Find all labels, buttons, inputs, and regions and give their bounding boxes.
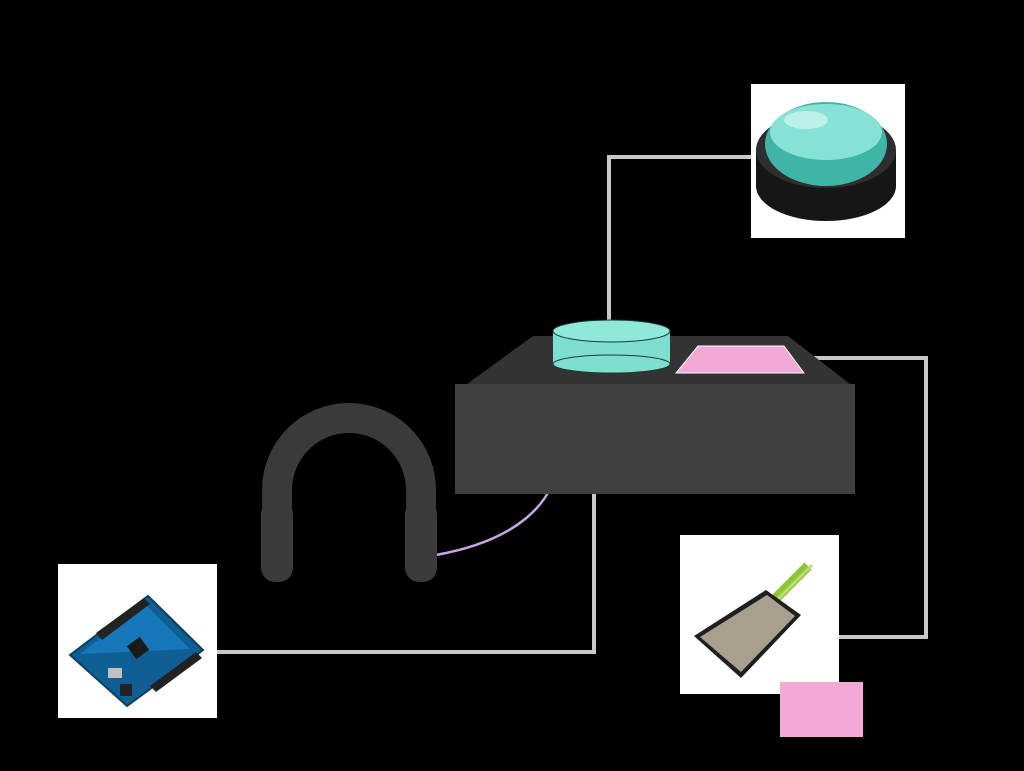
arduino-photo [58, 564, 217, 718]
arcade-button-photo [751, 84, 905, 238]
box-pad [674, 345, 805, 374]
box-front [455, 384, 855, 494]
box-button [552, 319, 671, 374]
headphones-icon [261, 403, 437, 582]
wire-button-to-arcade-button [607, 155, 752, 322]
enclosure-box [455, 319, 855, 494]
force-sensor-photo [680, 535, 839, 694]
pink-swatch [780, 682, 863, 737]
wire-pad-to-force-sensor [782, 356, 928, 639]
wire-box-to-arduino [200, 494, 596, 654]
